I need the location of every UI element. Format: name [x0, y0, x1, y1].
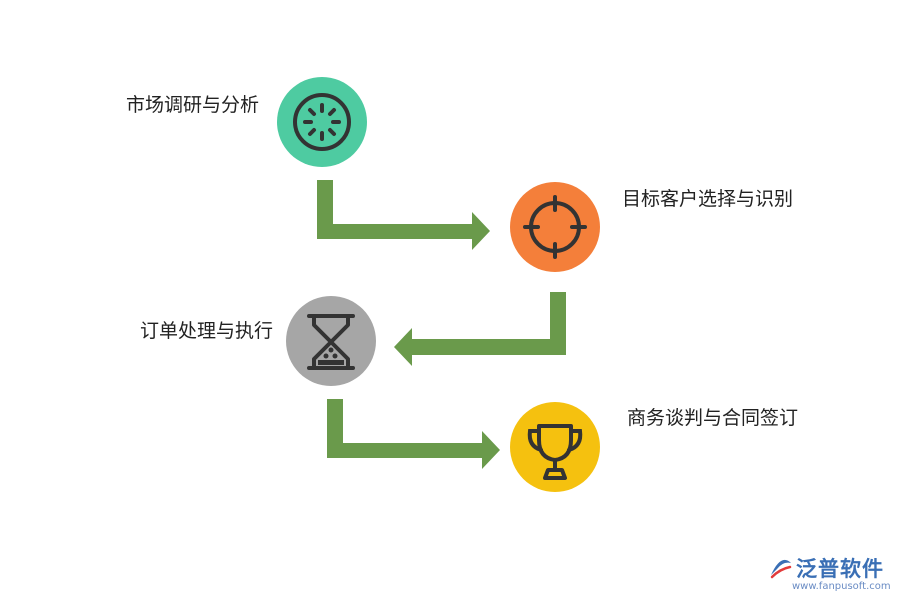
logo-mark-icon	[770, 559, 792, 579]
arrow-3	[327, 399, 500, 469]
logo-name: 泛普软件	[796, 557, 884, 581]
arrow-1	[317, 180, 490, 250]
logo-url: www.fanpusoft.com	[792, 581, 891, 592]
hourglass-icon	[307, 314, 355, 370]
brand-logo: 泛普软件 www.fanpusoft.com	[768, 553, 898, 597]
step-4-label: 商务谈判与合同签订	[627, 407, 799, 429]
step-2-node	[510, 182, 600, 272]
trophy-icon	[527, 424, 583, 480]
step-4-node	[510, 402, 600, 492]
step-3-node	[286, 296, 376, 386]
step-2-label: 目标客户选择与识别	[622, 188, 794, 210]
step-1-label: 市场调研与分析	[126, 94, 260, 116]
gear-icon	[293, 93, 351, 151]
target-icon	[523, 195, 587, 259]
step-3-label: 订单处理与执行	[140, 320, 274, 342]
step-1-node	[277, 77, 367, 167]
arrow-2	[394, 292, 566, 366]
